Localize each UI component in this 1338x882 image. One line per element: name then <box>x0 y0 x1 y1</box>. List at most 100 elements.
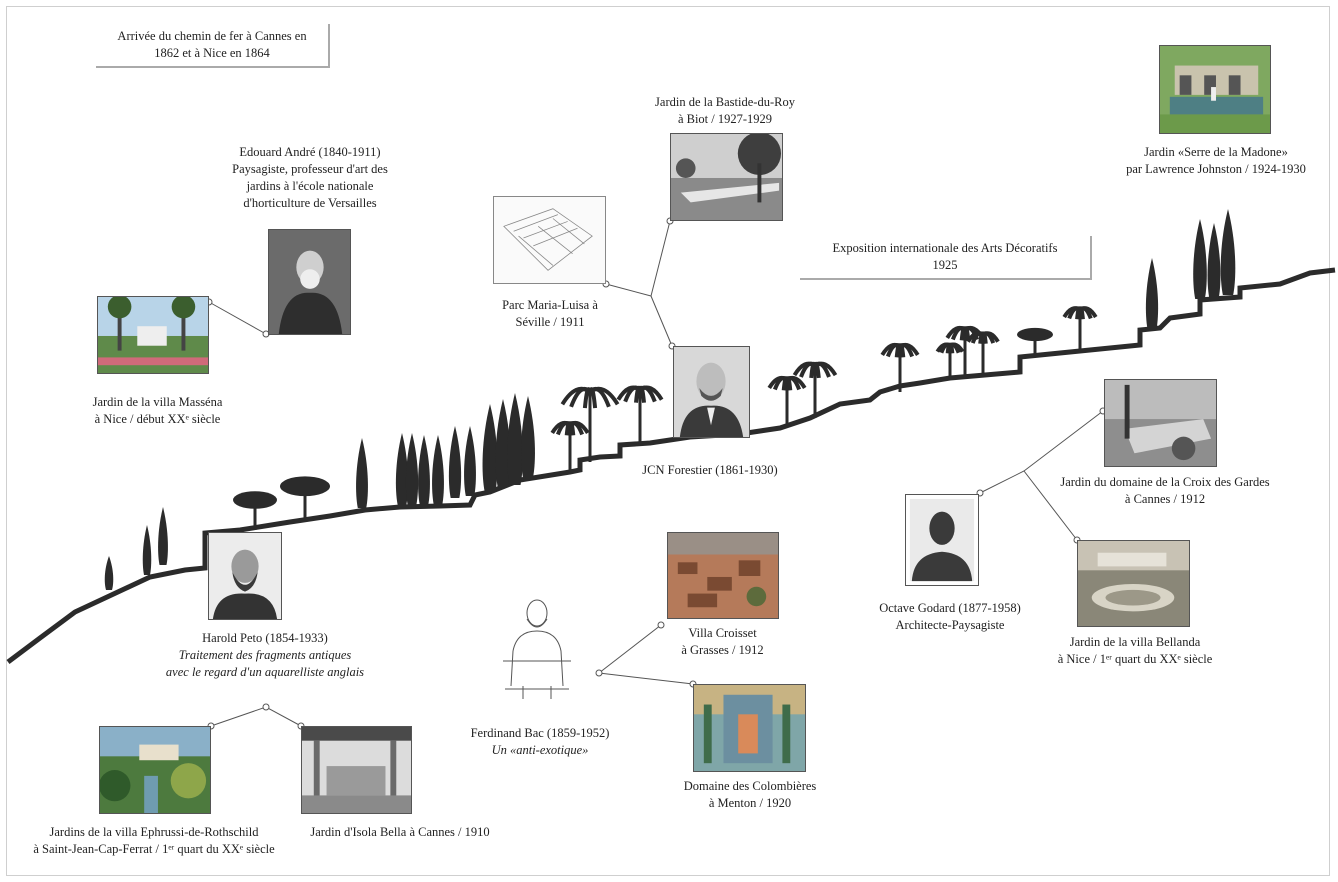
label-parc-maria-luisa: Parc Maria-Luisa à Séville / 1911 <box>480 297 620 331</box>
photo-octave-godard-silhouette <box>905 494 979 586</box>
photo-villa-bellanda <box>1077 540 1190 627</box>
photo-serre-de-la-madone <box>1159 45 1271 134</box>
label-villa-croisset: Villa Croisset à Grasses / 1912 <box>655 625 790 659</box>
umbrella-pine-icon <box>233 491 277 530</box>
label-domaine-des-colombieres: Domaine des Colombières à Menton / 1920 <box>670 778 830 812</box>
label-serre-line1: Jardin «Serre de la Madone» <box>1144 145 1288 159</box>
label-serre-de-la-madone: Jardin «Serre de la Madone» par Lawrence… <box>1105 144 1327 178</box>
poster-border <box>6 6 1330 876</box>
label-parc-maria-luisa-line2: Séville / 1911 <box>515 315 585 329</box>
label-villa-bellanda-line1: Jardin de la villa Bellanda <box>1069 635 1201 649</box>
silhouette-icon <box>906 495 978 585</box>
note-expo-line1: Exposition internationale des Arts Décor… <box>832 241 1058 255</box>
label-edouard-andre-name: Edouard André (1840-1911) <box>239 145 381 159</box>
label-ferdinand-bac-desc: Un «anti-exotique» <box>491 743 589 757</box>
label-bastide-du-roy: Jardin de la Bastide-du-Roy à Biot / 192… <box>630 94 820 128</box>
photo-harold-peto <box>208 532 282 620</box>
palm-tree-icon <box>1062 306 1098 350</box>
label-bastide-du-roy-line1: Jardin de la Bastide-du-Roy <box>655 95 795 109</box>
cypress-trees <box>104 209 1236 590</box>
note-expo-line2: 1925 <box>932 258 958 272</box>
palm-tree-icon <box>560 386 620 462</box>
note-railway-line2: 1862 et à Nice en 1864 <box>154 46 270 60</box>
label-villa-ephrussi: Jardins de la villa Ephrussi-de-Rothschi… <box>6 824 302 858</box>
photo-croix-des-gardes <box>1104 379 1217 467</box>
cypress-tree-icon <box>495 399 511 487</box>
photo-jcn-forestier <box>673 346 750 438</box>
label-croix-des-gardes: Jardin du domaine de la Croix des Gardes… <box>1030 474 1300 508</box>
cypress-tree-icon <box>405 433 419 505</box>
palm-tree-icon <box>767 376 807 425</box>
label-jcn-forestier: JCN Forestier (1861-1930) <box>620 462 800 479</box>
label-edouard-andre-line4: d'horticulture de Versailles <box>243 196 377 210</box>
photo-edouard-andre <box>268 229 351 335</box>
note-railway-line1: Arrivée du chemin de fer à Cannes en <box>117 29 307 43</box>
label-villa-massena-line2: à Nice / début XXᵉ siècle <box>94 412 221 426</box>
connector-dots <box>205 217 1107 730</box>
cypress-tree-icon <box>507 393 523 485</box>
photo-villa-massena <box>97 296 209 374</box>
label-edouard-andre: Edouard André (1840-1911) Paysagiste, pr… <box>210 144 410 212</box>
label-octave-godard-role: Architecte-Paysagiste <box>895 618 1005 632</box>
label-isola-bella: Jardin d'Isola Bella à Cannes / 1910 <box>288 824 512 841</box>
palm-tree-icon <box>945 326 985 375</box>
cypress-tree-icon <box>521 396 535 478</box>
label-villa-ephrussi-line1: Jardins de la villa Ephrussi-de-Rothschi… <box>49 825 259 839</box>
label-villa-bellanda: Jardin de la villa Bellanda à Nice / 1ᵉʳ… <box>1025 634 1245 668</box>
cypress-tree-icon <box>418 435 430 505</box>
cypress-tree-icon <box>482 404 498 492</box>
photo-villa-ephrussi <box>99 726 211 814</box>
cypress-tree-icon <box>142 525 152 575</box>
cypress-tree-icon <box>356 438 368 508</box>
label-octave-godard: Octave Godard (1877-1958) Architecte-Pay… <box>855 600 1045 634</box>
terrain-line <box>6 267 1336 664</box>
label-jcn-forestier-name: JCN Forestier (1861-1930) <box>642 463 778 477</box>
note-railway: Arrivée du chemin de fer à Cannes en 186… <box>96 24 330 68</box>
label-ferdinand-bac: Ferdinand Bac (1859-1952) Un «anti-exoti… <box>445 725 635 759</box>
label-villa-massena: Jardin de la villa Masséna à Nice / débu… <box>70 394 245 428</box>
photo-isola-bella <box>301 726 412 814</box>
palm-tree-icon <box>935 342 965 378</box>
label-villa-bellanda-line2: à Nice / 1ᵉʳ quart du XXᵉ siècle <box>1057 652 1213 666</box>
label-octave-godard-name: Octave Godard (1877-1958) <box>879 601 1021 615</box>
label-parc-maria-luisa-line1: Parc Maria-Luisa à <box>502 298 598 312</box>
palm-tree-icon <box>550 421 590 470</box>
cypress-tree-icon <box>1220 209 1236 295</box>
note-expo: Exposition internationale des Arts Décor… <box>800 236 1092 280</box>
cypress-tree-icon <box>448 426 462 498</box>
label-villa-massena-line1: Jardin de la villa Masséna <box>92 395 223 409</box>
connector-lines <box>208 220 1104 727</box>
photo-domaine-des-colombieres <box>693 684 806 772</box>
label-harold-peto: Harold Peto (1854-1933) Traitement des f… <box>145 630 385 681</box>
palm-trees <box>550 306 1098 470</box>
label-harold-peto-name: Harold Peto (1854-1933) <box>202 631 328 645</box>
label-villa-ephrussi-line2: à Saint-Jean-Cap-Ferrat / 1ᵉʳ quart du X… <box>33 842 275 856</box>
photo-villa-croisset <box>667 532 779 619</box>
umbrella-pine-icon <box>1017 327 1053 357</box>
umbrella-pine-icon <box>280 476 330 520</box>
cypress-tree-icon <box>104 556 114 590</box>
palm-tree-icon <box>880 343 920 392</box>
label-colombieres-line1: Domaine des Colombières <box>683 779 817 793</box>
photo-parc-maria-luisa <box>493 196 606 284</box>
cypress-tree-icon <box>158 507 168 565</box>
umbrella-pines <box>233 327 1053 530</box>
cypress-tree-icon <box>1145 258 1159 330</box>
label-croix-line1: Jardin du domaine de la Croix des Gardes <box>1060 475 1270 489</box>
label-ferdinand-bac-name: Ferdinand Bac (1859-1952) <box>470 726 610 740</box>
label-croix-line2: à Cannes / 1912 <box>1124 492 1206 506</box>
palm-tree-icon <box>792 361 838 418</box>
label-harold-peto-desc1: Traitement des fragments antiques <box>178 648 352 662</box>
label-colombieres-line2: à Menton / 1920 <box>708 796 792 810</box>
cypress-tree-icon <box>1207 223 1221 299</box>
label-bastide-du-roy-line2: à Biot / 1927-1929 <box>677 112 773 126</box>
label-villa-croisset-line2: à Grasses / 1912 <box>681 643 764 657</box>
label-serre-line2: par Lawrence Johnston / 1924-1930 <box>1126 162 1306 176</box>
cypress-tree-icon <box>464 426 476 496</box>
label-edouard-andre-line2: Paysagiste, professeur d'art des <box>232 162 388 176</box>
label-villa-croisset-line1: Villa Croisset <box>688 626 757 640</box>
label-edouard-andre-line3: jardins à l'école nationale <box>246 179 374 193</box>
palm-tree-icon <box>616 385 664 445</box>
